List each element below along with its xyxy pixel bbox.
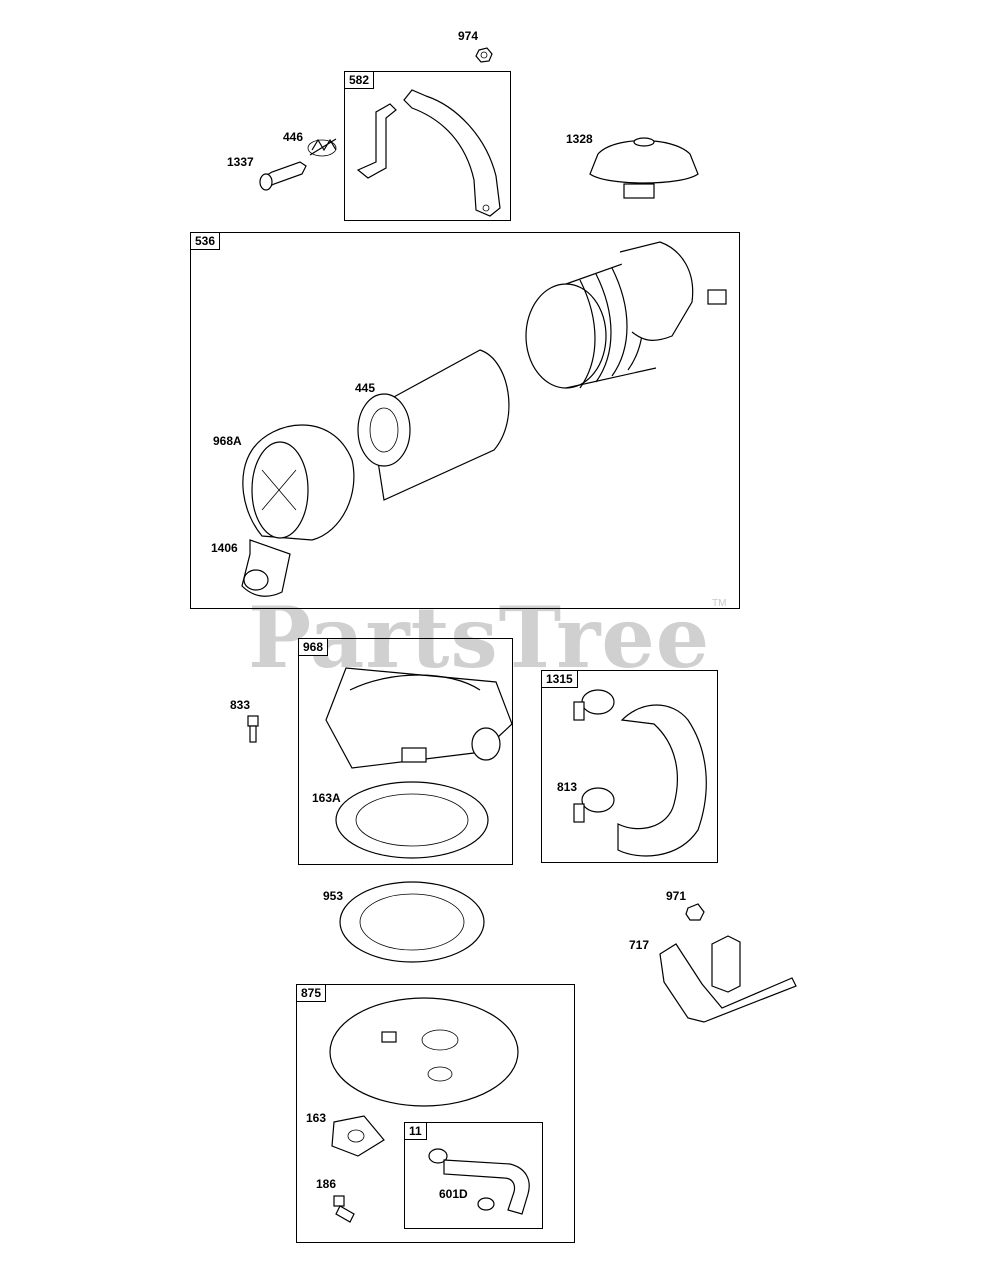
label-833[interactable]: 833 bbox=[230, 698, 251, 712]
label-971[interactable]: 971 bbox=[666, 889, 687, 903]
label-186[interactable]: 186 bbox=[316, 1177, 337, 1191]
label-1337[interactable]: 1337 bbox=[227, 155, 254, 169]
part-968A-cover[interactable] bbox=[242, 424, 355, 541]
part-163-gasket[interactable] bbox=[331, 1115, 385, 1157]
part-971-bolt[interactable] bbox=[685, 903, 705, 921]
box-968: 968 bbox=[298, 638, 513, 865]
box-875: 875 bbox=[296, 984, 575, 1243]
part-601D-tube[interactable] bbox=[428, 1148, 530, 1215]
label-1328[interactable]: 1328 bbox=[566, 132, 593, 146]
box-11-label[interactable]: 11 bbox=[404, 1122, 427, 1140]
part-1406-valve[interactable] bbox=[241, 539, 291, 597]
part-813-clamp[interactable] bbox=[573, 787, 615, 823]
part-1337-pin[interactable] bbox=[259, 161, 307, 191]
label-163A[interactable]: 163A bbox=[312, 791, 341, 805]
part-445-filter[interactable] bbox=[357, 349, 510, 501]
part-953-gasket[interactable] bbox=[339, 881, 485, 963]
part-717-bracket[interactable] bbox=[659, 935, 797, 1023]
part-1328-cap[interactable] bbox=[589, 137, 699, 199]
box-875-label[interactable]: 875 bbox=[296, 984, 327, 1002]
label-974[interactable]: 974 bbox=[458, 29, 479, 43]
part-875-plate[interactable] bbox=[329, 997, 519, 1107]
watermark-trademark: TM bbox=[712, 598, 727, 609]
label-1406[interactable]: 1406 bbox=[211, 541, 238, 555]
label-717[interactable]: 717 bbox=[629, 938, 650, 952]
part-968-base[interactable] bbox=[325, 667, 513, 769]
box-582-label[interactable]: 582 bbox=[344, 71, 375, 89]
part-186-fitting[interactable] bbox=[333, 1195, 355, 1223]
box-1315-label[interactable]: 1315 bbox=[541, 670, 578, 688]
part-163A-gasket[interactable] bbox=[335, 781, 489, 859]
label-813[interactable]: 813 bbox=[557, 780, 578, 794]
label-446[interactable]: 446 bbox=[283, 130, 304, 144]
box-582: 582 bbox=[344, 71, 511, 221]
part-446-spring[interactable] bbox=[307, 138, 337, 157]
part-974-nut[interactable] bbox=[475, 47, 493, 63]
label-953[interactable]: 953 bbox=[323, 889, 344, 903]
label-163[interactable]: 163 bbox=[306, 1111, 327, 1125]
part-833-bolt[interactable] bbox=[247, 715, 259, 743]
part-582-bracket[interactable] bbox=[356, 89, 501, 217]
box-1315: 1315 bbox=[541, 670, 718, 863]
label-601D[interactable]: 601D bbox=[439, 1187, 468, 1201]
box-536: 536 bbox=[190, 232, 740, 609]
part-clamp-upper[interactable] bbox=[573, 689, 615, 721]
box-536-label[interactable]: 536 bbox=[190, 232, 221, 250]
box-968-label[interactable]: 968 bbox=[298, 638, 329, 656]
part-536-housing[interactable] bbox=[525, 241, 727, 389]
box-11: 11 bbox=[404, 1122, 543, 1229]
label-445[interactable]: 445 bbox=[355, 381, 376, 395]
part-1315-hose[interactable] bbox=[617, 704, 707, 857]
label-968A[interactable]: 968A bbox=[213, 434, 242, 448]
